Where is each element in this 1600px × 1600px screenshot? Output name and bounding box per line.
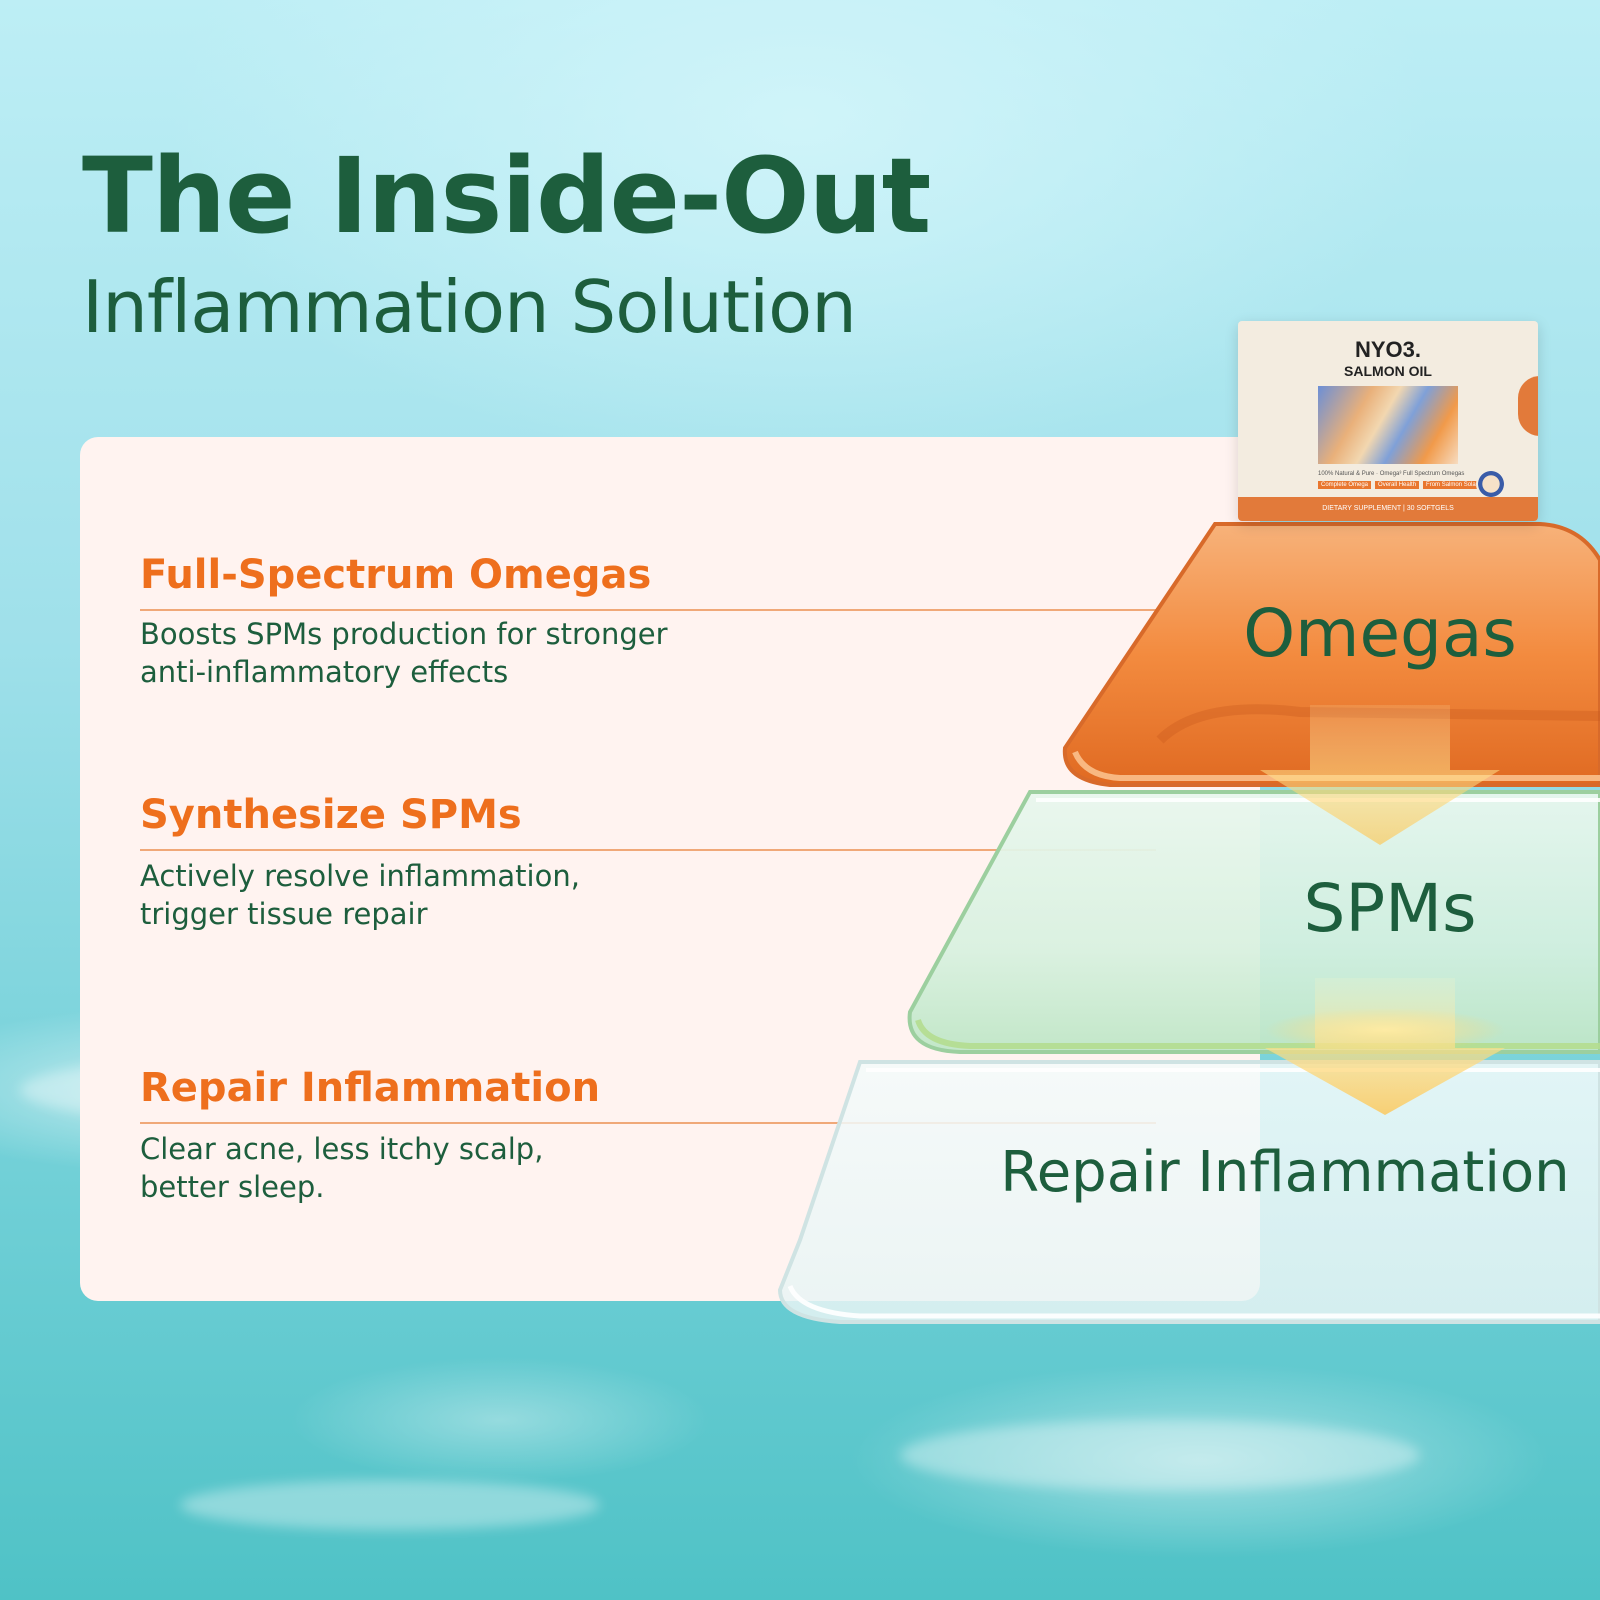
feature-description: Clear acne, less itchy scalp, better sle… <box>140 1130 543 1206</box>
down-arrow-1 <box>1260 705 1500 845</box>
tier-label-repair: Repair Inflammation <box>1000 1140 1570 1205</box>
product-band: DIETARY SUPPLEMENT | 30 SOFTGELS <box>1238 497 1538 521</box>
page-title: The Inside-Out <box>82 135 931 257</box>
product-name: SALMON OIL <box>1344 363 1432 379</box>
product-tags: Complete Omega Overall Health From Salmo… <box>1318 481 1479 489</box>
feature-heading: Full-Spectrum Omegas <box>140 552 652 598</box>
page-subtitle: Inflammation Solution <box>82 265 857 349</box>
feature-description-line: Boosts SPMs production for stronger <box>140 617 668 651</box>
product-box-tab <box>1518 376 1538 436</box>
product-seal-icon <box>1476 469 1506 499</box>
feature-repair: Repair Inflammation Clear acne, less itc… <box>140 1065 1156 1204</box>
feature-divider <box>140 1122 1156 1124</box>
feature-omegas: Full-Spectrum Omegas Boosts SPMs product… <box>140 552 1228 689</box>
feature-description-line: anti-inflammatory effects <box>140 655 509 689</box>
feature-description-line: Actively resolve inflammation, <box>140 859 580 893</box>
feature-description-line: trigger tissue repair <box>140 897 428 931</box>
feature-spms: Synthesize SPMs Actively resolve inflamm… <box>140 792 1156 931</box>
feature-divider <box>140 609 1228 611</box>
feature-description: Boosts SPMs production for stronger anti… <box>140 615 668 691</box>
feature-divider <box>140 849 1156 851</box>
tier-label-omegas: Omegas <box>1243 595 1517 672</box>
tier-label-spms: SPMs <box>1303 870 1477 947</box>
water-ripple <box>900 1420 1420 1490</box>
feature-description: Actively resolve inflammation, trigger t… <box>140 857 580 933</box>
feature-description-line: Clear acne, less itchy scalp, <box>140 1132 544 1166</box>
product-artwork <box>1318 386 1458 464</box>
product-tag: From Salmon Sola <box>1423 481 1479 489</box>
down-arrow-2 <box>1265 978 1505 1115</box>
feature-description-line: better sleep. <box>140 1170 325 1204</box>
feature-heading: Synthesize SPMs <box>140 792 522 838</box>
tier-repair-glass <box>777 1060 1600 1324</box>
product-tag: Complete Omega <box>1318 481 1372 489</box>
product-tag: Overall Health <box>1375 481 1420 489</box>
water-ripple <box>180 1480 600 1530</box>
product-box: NYO3. SALMON OIL 100% Natural & Pure · O… <box>1238 321 1538 521</box>
feature-heading: Repair Inflammation <box>140 1065 601 1111</box>
product-fine-print: 100% Natural & Pure · Omega³ Full Spectr… <box>1318 471 1465 477</box>
tier-omegas-glass <box>1062 522 1600 787</box>
product-brand: NYO3. <box>1354 337 1422 362</box>
